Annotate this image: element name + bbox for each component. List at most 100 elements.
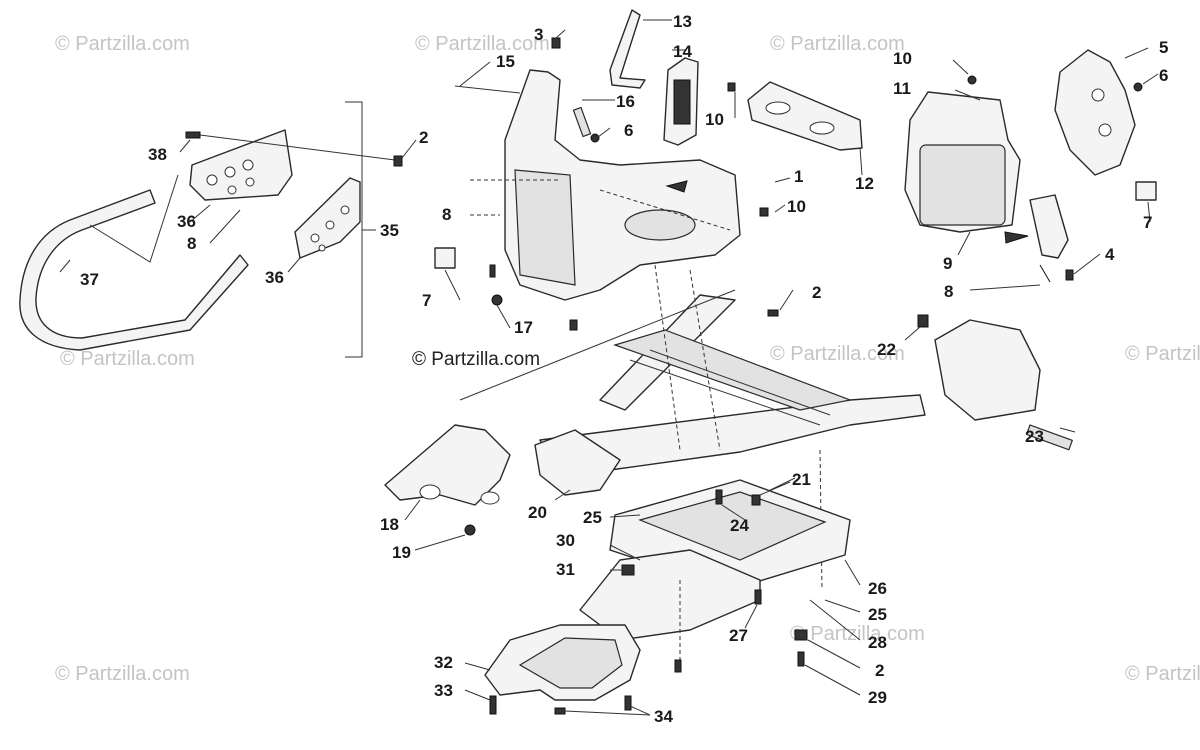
clip-icon: [767, 309, 779, 317]
watermark-text: © Partzilla.com: [770, 343, 905, 365]
rubber-block: [1135, 181, 1157, 201]
bolt-icon: [554, 707, 566, 715]
callout-24: 24: [730, 516, 749, 535]
callout-28: 28: [868, 633, 887, 652]
callout-16: 16: [616, 92, 635, 111]
callout-29: 29: [868, 688, 887, 707]
panel-oval: [624, 209, 696, 241]
callout-6: 6: [624, 121, 633, 140]
bracket-lower: [294, 177, 361, 259]
frame-cross: [613, 329, 853, 411]
tow-bracket: [384, 424, 511, 506]
callout-8: 8: [187, 234, 196, 253]
rivet-icon: [489, 264, 496, 278]
callout-36: 36: [177, 212, 196, 231]
watermark-text: © Partzilla.com: [412, 349, 540, 370]
clip-icon: [393, 155, 403, 167]
callout-30: 30: [556, 531, 575, 550]
clip-icon: [727, 82, 736, 92]
callout-5: 5: [1159, 38, 1168, 57]
callout-36: 36: [265, 268, 284, 287]
small-bracket: [1029, 194, 1069, 259]
tow-bracket-group: [384, 289, 736, 551]
callout-7: 7: [422, 291, 431, 310]
watermark-text: © Partzilla.com: [1125, 663, 1200, 685]
callout-23: 23: [1025, 427, 1044, 446]
callout-8: 8: [442, 205, 451, 224]
callout-25: 25: [583, 508, 602, 527]
callout-32: 32: [434, 653, 453, 672]
clip-icon: [794, 629, 808, 641]
clip-icon: [759, 207, 769, 217]
callout-35: 35: [380, 221, 399, 240]
nut-icon: [967, 75, 977, 85]
callout-38: 38: [148, 145, 167, 164]
engine-mount-right: [934, 319, 1041, 421]
callout-6: 6: [1159, 66, 1168, 85]
callout-2: 2: [812, 283, 821, 302]
callout-7: 7: [1143, 213, 1152, 232]
frame-front-end: [534, 429, 621, 496]
screw-icon: [551, 37, 561, 49]
bolt-icon: [797, 651, 805, 667]
watermark-text: © Partzilla.com: [415, 33, 550, 55]
latch-slot: [673, 79, 691, 125]
nut-icon: [1133, 82, 1143, 92]
callout-4: 4: [1105, 245, 1115, 264]
arrow-icon: [665, 180, 688, 193]
nut-icon: [590, 133, 600, 143]
support-bracket: [609, 9, 646, 89]
callout-10: 10: [705, 110, 724, 129]
bolt-icon: [185, 131, 201, 139]
mount-bracket: [1054, 49, 1136, 176]
callout-12: 12: [855, 174, 874, 193]
watermark-text: © Partzilla.com: [55, 33, 190, 55]
bolt-icon: [715, 489, 723, 505]
lower-guard-inner: [518, 637, 623, 689]
lower-guard-group: [464, 624, 682, 716]
watermark-text: © Partzilla.com: [55, 663, 190, 685]
callout-14: 14: [673, 42, 692, 61]
bolt-icon: [1065, 269, 1074, 281]
nut-icon: [917, 314, 929, 328]
frame-group: [534, 264, 1076, 591]
bolt-icon: [489, 695, 497, 715]
front-panel-group: [434, 9, 863, 331]
callout-26: 26: [868, 579, 887, 598]
bolt-icon: [754, 589, 762, 605]
callout-37: 37: [80, 270, 99, 289]
callout-17: 17: [514, 318, 533, 337]
callout-25: 25: [868, 605, 887, 624]
rubber-block: [434, 247, 456, 269]
callout-13: 13: [673, 12, 692, 31]
watermark-text: © Partzilla.com: [770, 33, 905, 55]
callout-18: 18: [380, 515, 399, 534]
callout-9: 9: [943, 254, 952, 273]
right-upper-group: [904, 47, 1159, 291]
callout-10: 10: [893, 49, 912, 68]
callout-31: 31: [556, 560, 575, 579]
skid-plate-group: [579, 479, 861, 696]
callout-labels: 3 13 14 15 16 6 10 12 1 10 8 7 17 2 38 2…: [80, 12, 1168, 726]
callout-10: 10: [787, 197, 806, 216]
callout-21: 21: [792, 470, 811, 489]
bumper-group: [19, 101, 417, 358]
callout-33: 33: [434, 681, 453, 700]
skid-plate-inner: [638, 491, 827, 561]
callout-15: 15: [496, 52, 515, 71]
bolt-icon: [751, 494, 761, 506]
mount-plate: [747, 81, 863, 151]
arrow-icon: [1004, 231, 1029, 244]
callout-27: 27: [729, 626, 748, 645]
pin-part: [572, 106, 592, 138]
watermark-text: © Partzilla.com: [790, 623, 925, 645]
watermarks: © Partzilla.com © Partzilla.com © Partzi…: [55, 33, 1200, 685]
long-bolt: [454, 85, 521, 94]
callout-20: 20: [528, 503, 547, 522]
watermark-text: © Partzilla.com: [60, 348, 195, 370]
callout-19: 19: [392, 543, 411, 562]
callout-2: 2: [419, 128, 428, 147]
callout-22: 22: [877, 340, 896, 359]
bolt-icon: [1025, 424, 1074, 451]
